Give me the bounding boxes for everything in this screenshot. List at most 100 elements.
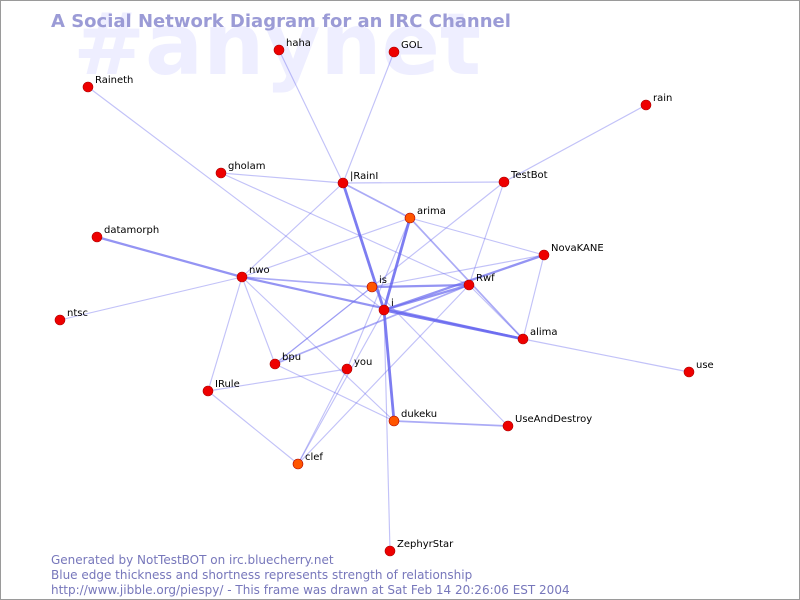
edge-bpu-dukeku	[274, 363, 395, 422]
node-iraini: |RainI	[337, 171, 378, 189]
edge-nwo-is	[241, 276, 373, 288]
node-novakane: NovaKANE	[538, 243, 604, 261]
edge-gol-iraini	[342, 51, 395, 184]
node-nwo: nwo	[236, 265, 270, 283]
node-dot	[683, 366, 695, 378]
node-dot	[202, 385, 214, 397]
edge-novakane-i	[382, 253, 546, 312]
node-label: nwo	[249, 265, 270, 276]
node-label: ZephyrStar	[397, 539, 454, 550]
footer-generated-by: Generated by NotTestBOT on irc.bluecherr…	[51, 553, 334, 567]
edge-iraini-nwo	[241, 182, 344, 278]
edge-dukeku-useanddestroy	[393, 420, 509, 427]
edge-haha-iraini	[278, 49, 344, 184]
node-bpu: bpu	[269, 352, 301, 370]
node-label: Rwf	[476, 273, 495, 284]
node-label: gholam	[228, 161, 265, 172]
node-label: rain	[653, 93, 672, 104]
node-dot	[337, 177, 349, 189]
node-use: use	[683, 360, 714, 378]
node-haha: haha	[273, 38, 311, 56]
edges-layer	[59, 49, 690, 552]
edge-raineth-i	[87, 86, 385, 311]
node-dot	[502, 420, 514, 432]
node-dot	[341, 363, 353, 375]
node-gol: GOL	[388, 40, 423, 58]
node-dot	[273, 44, 285, 56]
edge-arima-i	[382, 216, 412, 312]
edge-nwo-bpu	[241, 276, 276, 365]
node-arima: arima	[404, 206, 446, 224]
node-raineth: Raineth	[82, 75, 133, 93]
node-dot	[538, 249, 550, 261]
node-alima: alima	[517, 327, 558, 345]
node-i: i	[378, 298, 394, 316]
edge-rwf-alima	[468, 284, 524, 340]
node-irule: IRule	[202, 379, 240, 397]
node-dukeku: dukeku	[388, 409, 437, 427]
edge-arima-novakane	[409, 217, 545, 256]
footer-url-timestamp: http://www.jibble.org/piespy/ - This fra…	[51, 583, 570, 597]
node-datamorph: datamorph	[91, 225, 159, 243]
node-dot	[517, 333, 529, 345]
node-dot	[463, 279, 475, 291]
edge-alima-use	[522, 338, 690, 373]
edge-novakane-is	[371, 254, 545, 288]
footer-legend-note: Blue edge thickness and shortness repres…	[51, 568, 473, 582]
edge-irule-clef	[207, 390, 299, 465]
edge-rwf-clef	[297, 284, 470, 465]
node-dot	[269, 358, 281, 370]
node-you: you	[341, 357, 372, 375]
footer-text: Generated by NotTestBOT on irc.bluecherr…	[51, 553, 570, 598]
node-label: |RainI	[350, 171, 378, 182]
node-label: ntsc	[67, 308, 88, 319]
node-label: you	[354, 357, 372, 368]
node-label: UseAndDestroy	[515, 414, 592, 425]
node-dot	[366, 281, 378, 293]
node-clef: clef	[292, 452, 323, 470]
edge-gholam-rwf	[220, 172, 470, 286]
edge-i-clef	[297, 309, 385, 465]
node-label: IRule	[215, 379, 240, 390]
edge-i-alima	[382, 308, 525, 341]
node-dot	[388, 415, 400, 427]
node-dot	[236, 271, 248, 283]
node-label: clef	[305, 452, 323, 463]
edge-testbot-bpu	[274, 181, 505, 365]
node-label: haha	[286, 38, 311, 49]
edge-novakane-alima	[522, 254, 545, 340]
node-dot	[498, 176, 510, 188]
diagram-title: A Social Network Diagram for an IRC Chan…	[51, 11, 511, 32]
edge-rain-testbot	[503, 104, 647, 183]
edge-nwo-irule	[207, 276, 243, 392]
node-label: datamorph	[104, 225, 159, 236]
node-dot	[378, 304, 390, 316]
edge-nwo-dukeku	[241, 276, 395, 422]
node-dot	[404, 212, 416, 224]
node-label: dukeku	[401, 409, 437, 420]
edge-is-bpu	[274, 286, 373, 365]
node-rwf: Rwf	[463, 273, 495, 291]
edge-you-irule	[207, 368, 348, 392]
edge-rwf-bpu	[274, 284, 470, 365]
node-label: i	[391, 298, 394, 309]
node-is: is	[366, 275, 387, 293]
edge-you-clef	[297, 368, 348, 465]
edge-ntsc-nwo	[59, 276, 243, 321]
node-ntsc: ntsc	[54, 308, 88, 326]
edge-i-zephyrstar	[383, 309, 391, 552]
edge-i-dukeku	[382, 308, 396, 423]
node-dot	[215, 167, 227, 179]
edge-i-rwf	[382, 283, 471, 312]
edge-is-useanddestroy	[371, 286, 509, 427]
edge-gholam-iraini	[220, 172, 344, 184]
node-label: NovaKANE	[551, 243, 604, 254]
node-label: GOL	[401, 40, 423, 51]
edge-arima-you	[346, 217, 411, 370]
node-label: alima	[530, 327, 558, 338]
edge-arima-alima	[409, 217, 524, 340]
node-label: Raineth	[95, 75, 133, 86]
